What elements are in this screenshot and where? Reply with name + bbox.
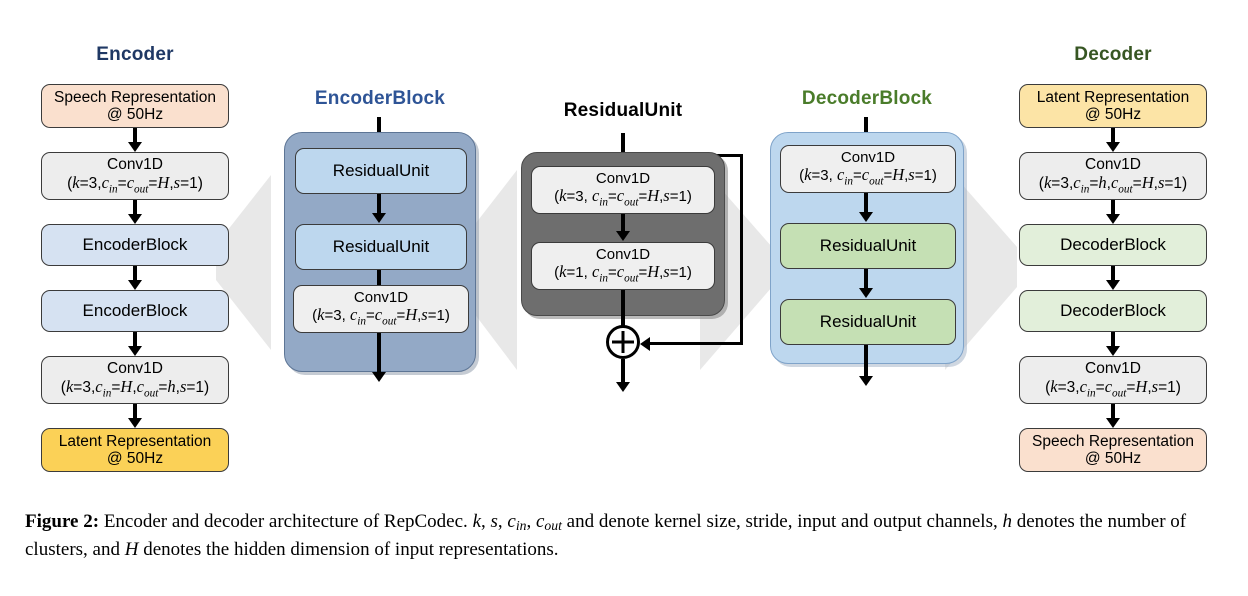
column-title-residualunit: ResidualUnit xyxy=(563,100,683,121)
node-line-1: Latent Representation xyxy=(58,432,212,450)
decoder-block-1: DecoderBlock xyxy=(1019,224,1207,266)
node-line-1: ResidualUnit xyxy=(332,161,430,181)
conv1d-encoderblock: Conv1D (k=3, cin=cout=H,s=1) xyxy=(293,285,469,333)
caption-symbol-s: s xyxy=(490,511,498,532)
node-line-1: DecoderBlock xyxy=(1060,235,1166,255)
conv1d-encoder-last: Conv1D (k=3,cin=H,cout=h,s=1) xyxy=(41,356,229,404)
skip-connection-vertical-right xyxy=(740,154,744,344)
caption-text-2: and denote kernel size, stride, input an… xyxy=(561,511,1003,532)
encoder-block-2: EncoderBlock xyxy=(41,290,229,332)
chevron-connector-2 xyxy=(455,170,575,370)
latent-representation-output: Latent Representation @ 50Hz xyxy=(41,428,229,472)
latent-representation-input: Latent Representation @ 50Hz xyxy=(1019,84,1207,128)
node-line-2: @ 50Hz xyxy=(106,106,164,123)
node-line-1: ResidualUnit xyxy=(819,236,917,256)
caption-symbol-k: k xyxy=(472,511,481,532)
chevron-connector-1 xyxy=(216,175,326,350)
figure-caption: Figure 2: Encoder and decoder architectu… xyxy=(25,511,1187,560)
node-line-1: Conv1D xyxy=(107,156,163,174)
conv1d-decoder-last: Conv1D (k=3,cin=cout=H,s=1) xyxy=(1019,356,1207,404)
node-line-1: Conv1D xyxy=(595,245,651,263)
node-line-2: (k=1, cin=cout=H,s=1) xyxy=(554,262,692,285)
caption-symbol-cout: cout xyxy=(535,511,562,533)
skip-connection-horizontal-bottom xyxy=(648,342,743,346)
node-line-1: EncoderBlock xyxy=(82,301,188,321)
node-line-2: (k=3, cin=cout=H,s=1) xyxy=(554,186,692,209)
caption-symbol-cin: cin xyxy=(507,511,527,533)
column-title-decoder: Decoder xyxy=(1074,44,1152,65)
residual-unit-2: ResidualUnit xyxy=(295,224,467,270)
conv1d-residual-k1: Conv1D (k=1, cin=cout=H,s=1) xyxy=(531,242,715,290)
node-line-2: (k=3,cin=cout=H,s=1) xyxy=(67,172,203,196)
node-line-2: (k=3, cin=cout=H,s=1) xyxy=(799,165,937,188)
residual-unit-4: ResidualUnit xyxy=(780,299,956,345)
conv1d-residual-k3: Conv1D (k=3, cin=cout=H,s=1) xyxy=(531,166,715,214)
caption-text-4: denotes the hidden dimension of input re… xyxy=(138,538,559,560)
node-line-2: (k=3, cin=cout=H,s=1) xyxy=(312,305,450,328)
node-line-1: EncoderBlock xyxy=(82,235,188,255)
caption-text-1: Encoder and decoder architecture of RepC… xyxy=(99,511,473,532)
node-line-1: ResidualUnit xyxy=(332,237,430,257)
node-line-1: Conv1D xyxy=(107,360,163,378)
node-line-1: Conv1D xyxy=(595,169,651,187)
sum-operator-icon xyxy=(606,325,640,359)
node-line-2: (k=3,cin=H,cout=h,s=1) xyxy=(60,376,210,400)
node-line-1: ResidualUnit xyxy=(819,312,917,332)
decoder-block-2: DecoderBlock xyxy=(1019,290,1207,332)
node-line-1: Speech Representation xyxy=(1031,432,1194,450)
node-line-2: @ 50Hz xyxy=(1084,450,1142,467)
residual-unit-1: ResidualUnit xyxy=(295,148,467,194)
node-line-1: Conv1D xyxy=(353,288,409,306)
caption-label: Figure 2: xyxy=(25,511,100,532)
column-title-encoderblock: EncoderBlock xyxy=(314,88,446,109)
column-title-decoderblock: DecoderBlock xyxy=(801,88,933,109)
node-line-1: Conv1D xyxy=(1085,156,1141,174)
caption-symbol-h: h xyxy=(1002,511,1012,532)
residual-unit-3: ResidualUnit xyxy=(780,223,956,269)
node-line-2: (k=3,cin=cout=H,s=1) xyxy=(1045,376,1181,400)
node-line-2: @ 50Hz xyxy=(1084,106,1142,123)
encoder-block-1: EncoderBlock xyxy=(41,224,229,266)
node-line-2: @ 50Hz xyxy=(106,450,164,467)
skip-connection-arrowhead xyxy=(640,337,650,351)
caption-text-3: denotes the number of clusters, and xyxy=(25,511,1187,560)
node-line-1: Speech Representation xyxy=(53,88,216,106)
node-line-1: Conv1D xyxy=(840,148,896,166)
node-line-1: Conv1D xyxy=(1085,360,1141,378)
conv1d-encoder-first: Conv1D (k=3,cin=cout=H,s=1) xyxy=(41,152,229,200)
node-line-1: Latent Representation xyxy=(1036,88,1190,106)
column-title-encoder: Encoder xyxy=(96,44,174,65)
conv1d-decoderblock: Conv1D (k=3, cin=cout=H,s=1) xyxy=(780,145,956,193)
speech-representation-output: Speech Representation @ 50Hz xyxy=(1019,428,1207,472)
caption-symbol-H: H xyxy=(124,538,139,560)
conv1d-decoder-first: Conv1D (k=3,cin=h,cout=H,s=1) xyxy=(1019,152,1207,200)
node-line-1: DecoderBlock xyxy=(1060,301,1166,321)
speech-representation-input: Speech Representation @ 50Hz xyxy=(41,84,229,128)
node-line-2: (k=3,cin=h,cout=H,s=1) xyxy=(1038,172,1188,196)
